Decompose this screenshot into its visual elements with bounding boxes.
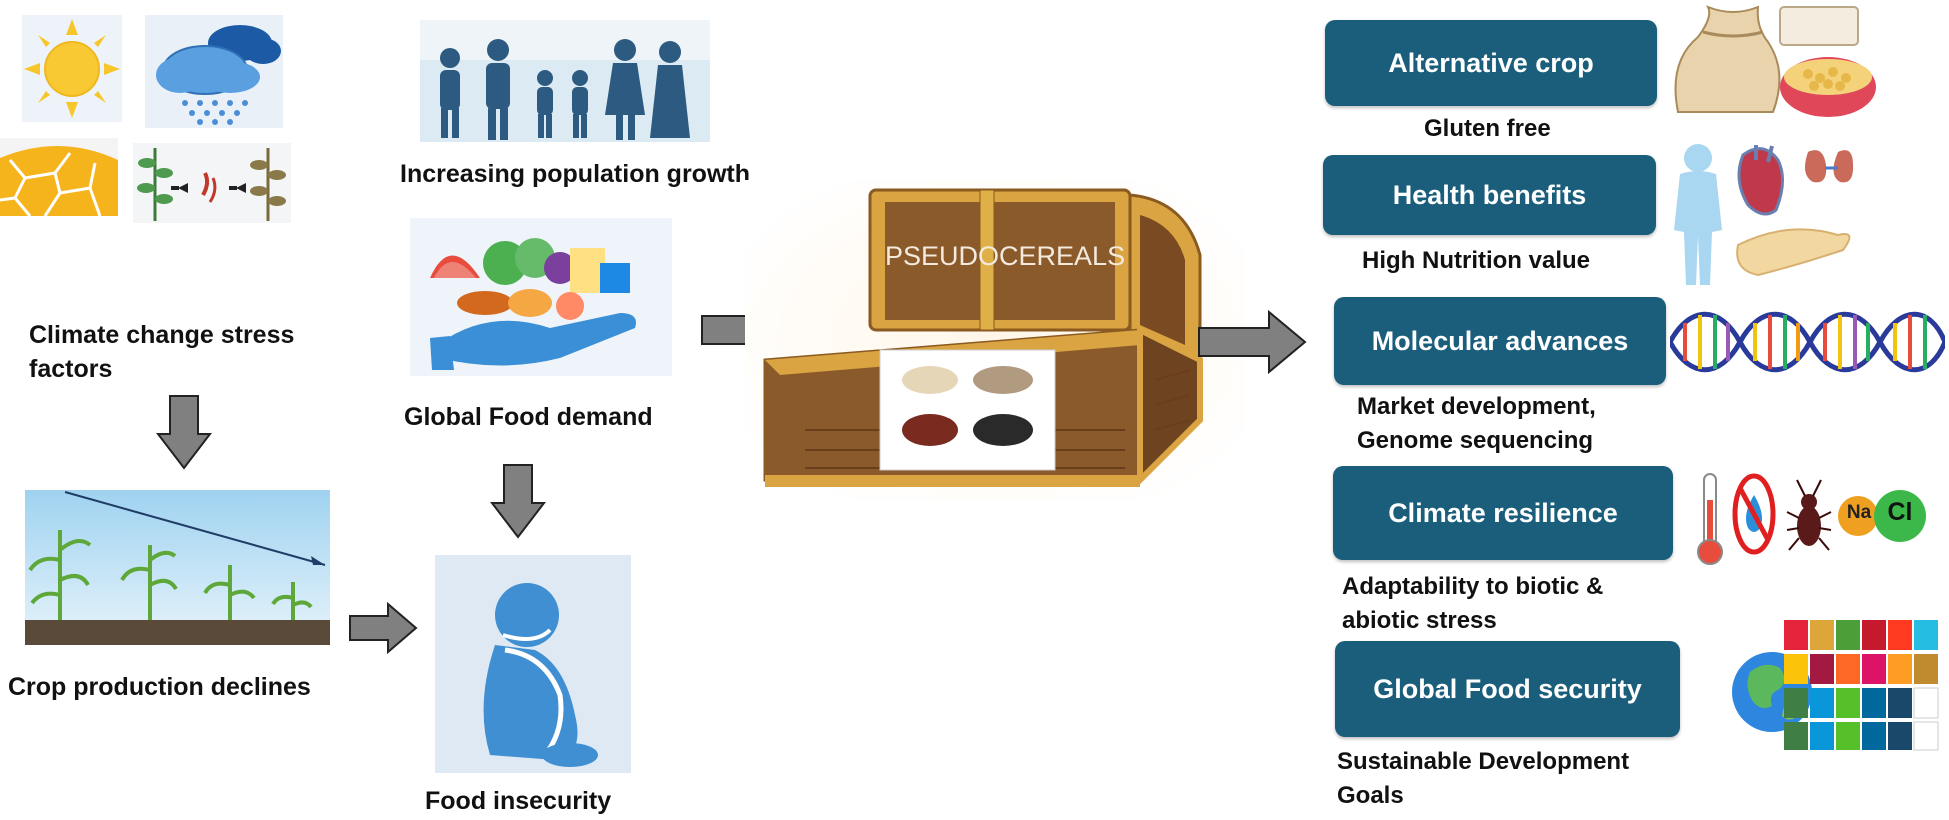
down-arrow-left [156, 394, 212, 470]
population-caption: Increasing population growth [400, 160, 750, 188]
treasure-chest-image [745, 180, 1245, 500]
molecular-advances-box: Molecular advances [1334, 297, 1666, 385]
down-arrow-middle [490, 463, 546, 539]
cracked-soil-icon [0, 138, 118, 216]
high-nutrition-caption: High Nutrition value [1362, 247, 1590, 274]
sdg-caption: Sustainable Development Goals [1337, 748, 1630, 809]
food-insecurity-image [435, 555, 631, 773]
food-demand-caption: Global Food demand [404, 403, 653, 431]
food-insecurity-caption: Food insecurity [425, 787, 612, 815]
crop-production-caption: Crop production declines [8, 673, 311, 701]
alternative-crop-box: Alternative crop [1325, 20, 1657, 106]
beetle-pest-icon [1785, 478, 1833, 558]
sun-icon [22, 15, 122, 122]
health-benefits-box: Health benefits [1323, 155, 1656, 235]
global-food-security-box: Global Food security [1335, 641, 1680, 737]
gluten-free-caption: Gluten free [1424, 115, 1551, 142]
chloride-label: Cl [1887, 498, 1913, 526]
sdg-goals-icon [1782, 618, 1942, 754]
human-organs-icon [1668, 140, 1878, 290]
sodium-label: Na [1846, 502, 1872, 523]
dna-helix-icon [1670, 305, 1945, 380]
pseudocereals-label: PSEUDOCEREALS [885, 241, 1126, 271]
sodium-chloride-icon [1830, 488, 1930, 544]
family-population-image [420, 20, 710, 142]
thermometer-icon [1695, 470, 1725, 568]
grain-sack-icon [1668, 2, 1878, 122]
adaptability-caption: Adaptability to biotic & abiotic stress [1342, 573, 1604, 634]
rain-cloud-icon [145, 15, 283, 128]
right-arrow-crop [348, 602, 418, 654]
corn-field-image [25, 490, 330, 645]
market-development-caption: Market development, Genome sequencing [1357, 393, 1596, 454]
food-demand-image [410, 218, 672, 376]
plant-wilting-icon [133, 143, 291, 223]
climate-resilience-box: Climate resilience [1333, 466, 1673, 560]
no-water-icon [1732, 470, 1777, 558]
climate-change-caption: Climate change stress factors [29, 321, 295, 383]
right-arrow-from-chest [1197, 310, 1309, 374]
